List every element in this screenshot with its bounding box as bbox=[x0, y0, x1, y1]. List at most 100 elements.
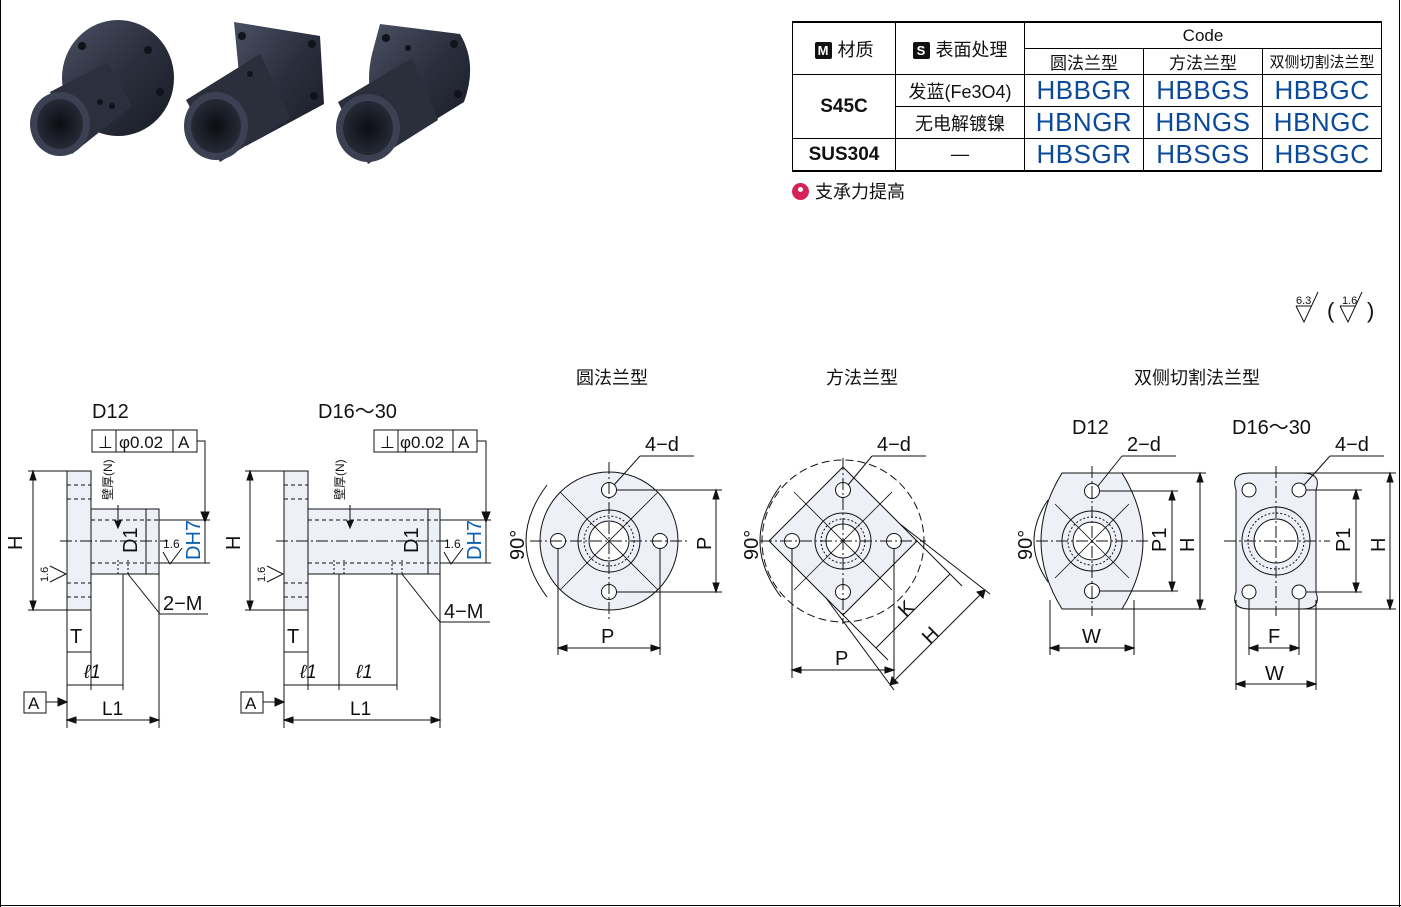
code-cell: HBSGC bbox=[1262, 138, 1382, 172]
code-header: Code bbox=[1024, 21, 1382, 49]
label-d1: D1 bbox=[120, 527, 142, 553]
label-2m: 2−M bbox=[163, 593, 202, 615]
surface-header: 表面处理 bbox=[935, 39, 1008, 60]
label-k: K bbox=[894, 596, 919, 621]
spec-table: M 材质 S 表面处理 Code 圆法兰型 方法兰型 双侧切割法兰型 S45C 发蓝… bbox=[792, 21, 1382, 172]
product-photo bbox=[30, 20, 471, 164]
square-flange-view: 90° 4−d P K H bbox=[741, 434, 991, 691]
cut-flange-bushing bbox=[336, 24, 471, 164]
table-row: S45C 发蓝(Fe3O4) HBBGR HBBGS HBBGC bbox=[792, 74, 1382, 139]
code-cell: HBSGS bbox=[1143, 138, 1263, 172]
surface-cell: — bbox=[895, 138, 1025, 172]
code-col-round: 圆法兰型 bbox=[1024, 48, 1144, 75]
roughness-paren-open: ( bbox=[1327, 298, 1335, 323]
roughness-paren-close: ) bbox=[1367, 298, 1374, 323]
roughness-main: 6.3 bbox=[1296, 295, 1311, 307]
label-4d-cut: 4−d bbox=[1335, 434, 1369, 456]
cut-flange-d16-view: D16～30 4−d P1 H F W bbox=[1224, 417, 1396, 690]
side-view-d16: D16～30 ⊥ φ0.02 A 壁厚(N) D1 DH7 1.6 bbox=[223, 401, 491, 728]
surface-header-cell: S 表面处理 bbox=[895, 21, 1025, 75]
title-cut: 双侧切割法兰型 bbox=[1134, 368, 1260, 388]
label-angle-cut: 90° bbox=[1015, 530, 1037, 560]
label-4m: 4−M bbox=[444, 601, 483, 623]
table-row: SUS304 — HBSGR HBSGS HBSGC bbox=[792, 138, 1382, 172]
roughness-symbol: 6.3 ( 1.6 ) bbox=[1295, 291, 1374, 324]
label-dh7-2: DH7 bbox=[464, 520, 486, 560]
tolerance-datum: A bbox=[178, 433, 190, 452]
label-d12: D12 bbox=[92, 401, 129, 423]
label-d16: D16～30 bbox=[318, 401, 397, 423]
code-col-cut: 双侧切割法兰型 bbox=[1262, 48, 1382, 75]
square-flange-bushing bbox=[184, 22, 324, 162]
table-row: 无电解镀镍 HBNGR HBNGS HBNGC bbox=[793, 106, 1382, 139]
label-4d-round: 4−d bbox=[645, 434, 679, 456]
label-l1-a: ℓ1 bbox=[299, 662, 317, 683]
label-h-square: H bbox=[918, 623, 944, 649]
tolerance-value: φ0.02 bbox=[119, 433, 163, 452]
label-h-2: H bbox=[223, 536, 245, 550]
wall-label-2: 壁厚(N) bbox=[332, 459, 347, 500]
surface-tag: S bbox=[912, 41, 930, 59]
feature-note: 支承力提高 bbox=[792, 178, 905, 204]
code-cell: HBNGS bbox=[1143, 106, 1263, 139]
ra-label-2: 1.6 bbox=[444, 537, 461, 551]
code-cell: HBSGR bbox=[1024, 138, 1144, 172]
label-L1-2: L1 bbox=[350, 699, 371, 720]
datum-a-2: A bbox=[245, 694, 257, 713]
tolerance-value-2: φ0.02 bbox=[400, 433, 444, 452]
code-cell: HBBGS bbox=[1143, 74, 1263, 107]
label-2d: 2−d bbox=[1127, 434, 1161, 456]
frame-left bbox=[0, 0, 1, 907]
label-p1-cut2: P1 bbox=[1333, 528, 1355, 552]
surface-cell: 无电解镀镍 bbox=[895, 106, 1025, 139]
title-round: 圆法兰型 bbox=[576, 368, 648, 388]
label-w-cut: W bbox=[1082, 626, 1101, 648]
label-dh7: DH7 bbox=[183, 520, 205, 560]
frame-bottom bbox=[0, 905, 1401, 906]
label-h-cut: H bbox=[1177, 538, 1199, 552]
material-cell: S45C bbox=[792, 74, 896, 139]
label-p-round: P bbox=[694, 537, 716, 550]
label-t-2: T bbox=[287, 626, 299, 648]
label-w-cut2: W bbox=[1265, 663, 1284, 685]
label-p-square: P bbox=[835, 648, 848, 670]
material-header-cell: M 材质 bbox=[792, 21, 896, 75]
cut-flange-d12-view: D12 90° 2−d P1 H W bbox=[1015, 417, 1206, 655]
table-subheader-row: 圆法兰型 方法兰型 双侧切割法兰型 bbox=[793, 48, 1382, 75]
ra-flange: 1.6 bbox=[39, 567, 51, 582]
round-flange-view: 90° 4−d P P bbox=[507, 434, 722, 655]
title-square: 方法兰型 bbox=[826, 368, 898, 388]
label-cut-d16: D16～30 bbox=[1232, 417, 1311, 439]
label-cut-d12: D12 bbox=[1072, 417, 1109, 439]
label-angle-square: 90° bbox=[741, 530, 763, 560]
material-header: 材质 bbox=[837, 39, 874, 60]
label-h-cut2: H bbox=[1368, 538, 1390, 552]
label-l1: ℓ1 bbox=[83, 662, 101, 683]
material-tag: M bbox=[814, 41, 832, 59]
label-4d-square: 4−d bbox=[877, 434, 911, 456]
table-header-row: M 材质 S 表面处理 Code bbox=[792, 21, 1382, 75]
label-t: T bbox=[70, 626, 82, 648]
note-text: 支承力提高 bbox=[815, 182, 905, 202]
code-cell: HBNGR bbox=[1024, 106, 1144, 139]
tolerance-datum-2: A bbox=[458, 433, 470, 452]
perp-symbol: ⊥ bbox=[98, 433, 113, 452]
pin-icon bbox=[792, 183, 809, 200]
frame-right bbox=[1399, 0, 1400, 907]
label-f: F bbox=[1268, 626, 1280, 648]
label-h: H bbox=[5, 536, 27, 550]
label-L1: L1 bbox=[102, 699, 123, 720]
ra-flange-2: 1.6 bbox=[256, 567, 268, 582]
side-view-d12: D12 ⊥ φ0.02 A 壁厚(N) D1 DH7 1.6 bbox=[5, 401, 210, 728]
datum-a: A bbox=[28, 694, 40, 713]
roughness-paren: 1.6 bbox=[1342, 295, 1357, 307]
code-col-square: 方法兰型 bbox=[1143, 48, 1263, 75]
wall-label: 壁厚(N) bbox=[100, 459, 115, 500]
label-p-round-h: P bbox=[601, 626, 614, 648]
code-cell: HBBGR bbox=[1024, 74, 1144, 107]
label-d1-2: D1 bbox=[401, 527, 423, 553]
ra-label: 1.6 bbox=[163, 537, 180, 551]
label-l1-b: ℓ1 bbox=[355, 662, 373, 683]
label-angle-round: 90° bbox=[507, 530, 529, 560]
